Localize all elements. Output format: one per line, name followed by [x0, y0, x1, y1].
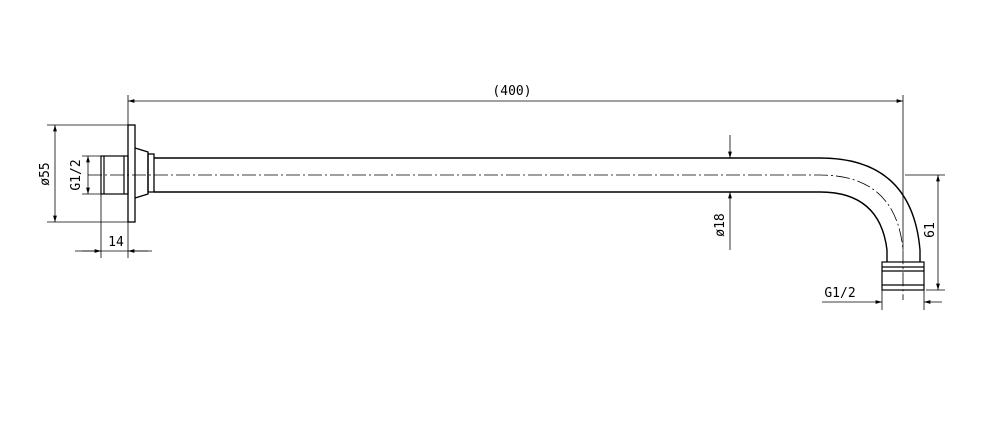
center-line	[88, 174, 904, 300]
pipe-diameter-label: ø18	[713, 213, 728, 236]
inlet-length-label: 14	[108, 235, 124, 250]
dim-inlet-length	[75, 194, 152, 258]
dim-outlet-thread	[822, 290, 942, 310]
outlet-thread-label: G1/2	[824, 286, 855, 301]
overall-length-label: (400)	[492, 84, 531, 99]
wall-flange	[127, 124, 155, 223]
drop-height-label: 61	[923, 222, 938, 238]
inlet-thread-label: G1/2	[69, 159, 84, 190]
dim-inlet-thread	[82, 155, 101, 195]
dim-drop-height	[905, 174, 945, 291]
flange-diameter-label: ø55	[38, 162, 53, 185]
dim-overall-length	[127, 95, 904, 250]
pipe-arm	[154, 157, 921, 262]
dim-flange-diameter	[47, 124, 128, 223]
